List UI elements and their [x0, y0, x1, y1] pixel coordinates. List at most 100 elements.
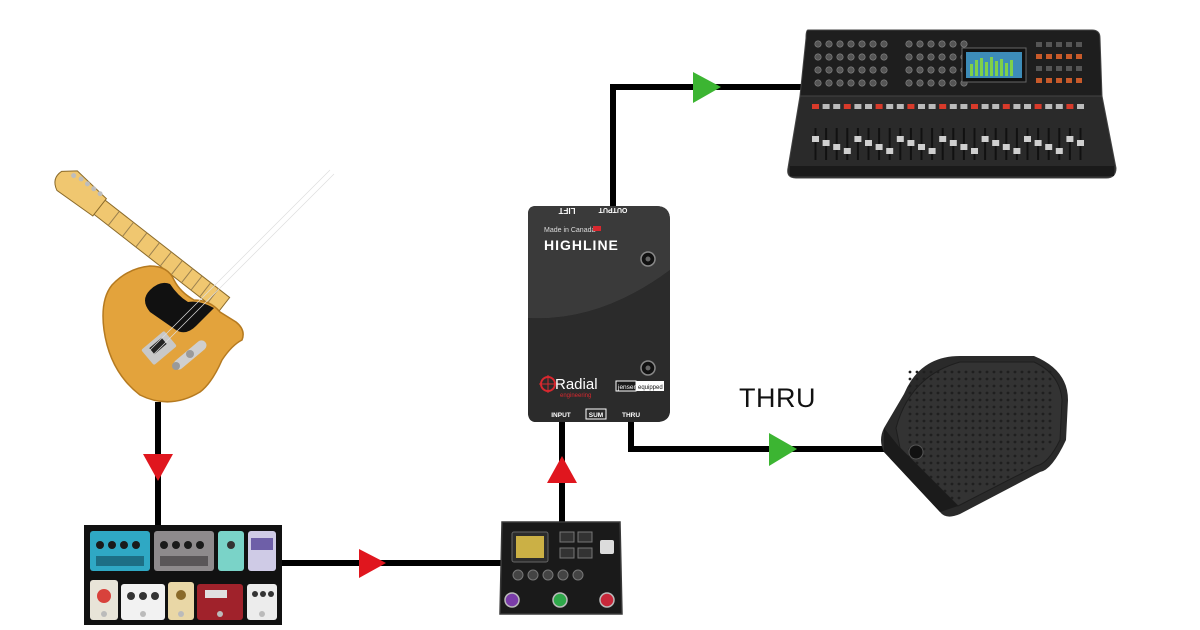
grille-hole — [950, 426, 954, 430]
grille-hole — [957, 412, 961, 416]
grille-hole — [971, 447, 975, 451]
pedal — [248, 531, 276, 571]
grille-hole — [929, 475, 933, 479]
grille-hole — [1034, 419, 1038, 423]
grille-hole — [929, 419, 933, 423]
grille-hole — [971, 440, 975, 444]
mixer-knob — [880, 79, 888, 87]
mixer-channel-button — [896, 104, 904, 109]
grille-hole — [915, 405, 919, 409]
mixer-knob — [938, 40, 946, 48]
mixer-fader-cap — [949, 140, 957, 146]
grille-hole — [999, 419, 1003, 423]
grille-hole — [1013, 405, 1017, 409]
grille-hole — [1041, 426, 1045, 430]
mixer-button — [1076, 66, 1082, 71]
grille-hole — [1006, 447, 1010, 451]
grille-hole — [950, 482, 954, 486]
grille-hole — [943, 384, 947, 388]
grille-hole — [936, 405, 940, 409]
mixer-knob — [905, 40, 913, 48]
arrow-down-red — [143, 454, 173, 481]
grille-hole — [1006, 412, 1010, 416]
grille-hole — [950, 489, 954, 493]
grille-hole — [957, 398, 961, 402]
grille-hole — [957, 461, 961, 465]
di-model-name: HIGHLINE — [544, 237, 619, 253]
grille-hole — [964, 377, 968, 381]
grille-hole — [1013, 412, 1017, 416]
grille-hole — [915, 440, 919, 444]
mixer-channel-button — [939, 104, 947, 109]
mixer-knob — [938, 79, 946, 87]
grille-hole — [978, 454, 982, 458]
grille-hole — [922, 433, 926, 437]
mixer-channel-button — [907, 104, 915, 109]
grille-hole — [999, 461, 1003, 465]
grille-hole — [957, 384, 961, 388]
grille-hole — [964, 412, 968, 416]
grille-hole — [964, 440, 968, 444]
grille-hole — [992, 384, 996, 388]
mixer-button — [1066, 78, 1072, 83]
grille-hole — [950, 405, 954, 409]
grille-hole — [985, 384, 989, 388]
grille-hole — [943, 454, 947, 458]
grille-hole — [957, 426, 961, 430]
mixer-knob — [814, 53, 822, 61]
grille-hole — [1020, 468, 1024, 472]
grille-hole — [999, 447, 1003, 451]
mixer-fader-cap — [992, 140, 1000, 146]
mixer-channel-button — [854, 104, 862, 109]
grille-hole — [1048, 391, 1052, 395]
grille-hole — [915, 419, 919, 423]
grille-hole — [943, 405, 947, 409]
mixer-fader-bank — [812, 104, 1084, 160]
mixer-channel-button — [875, 104, 883, 109]
grille-hole — [1020, 398, 1024, 402]
mixer-channel-button — [1066, 104, 1074, 109]
mixer-channel-button — [1034, 104, 1042, 109]
grille-hole — [971, 398, 975, 402]
grille-hole — [964, 419, 968, 423]
grille-hole — [929, 461, 933, 465]
grille-hole — [1013, 426, 1017, 430]
thru-label: THRU — [739, 383, 816, 413]
grille-hole — [1048, 433, 1052, 437]
grille-hole — [1034, 370, 1038, 374]
mixer-button — [1066, 66, 1072, 71]
grille-hole — [943, 447, 947, 451]
grille-hole — [1048, 426, 1052, 430]
grille-hole — [971, 468, 975, 472]
mixer-knob — [858, 79, 866, 87]
grille-hole — [943, 370, 947, 374]
grille-hole — [1013, 391, 1017, 395]
grille-hole — [915, 384, 919, 388]
grille-hole — [999, 391, 1003, 395]
grille-hole — [929, 426, 933, 430]
grille-hole — [971, 426, 975, 430]
grille-hole — [908, 426, 912, 430]
grille-hole — [1034, 405, 1038, 409]
mixer-knob — [825, 40, 833, 48]
grille-hole — [1048, 440, 1052, 444]
grille-hole — [1027, 412, 1031, 416]
grille-hole — [964, 468, 968, 472]
grille-hole — [1027, 391, 1031, 395]
grille-hole — [1013, 461, 1017, 465]
grille-hole — [1034, 433, 1038, 437]
arrows — [143, 72, 797, 578]
grille-hole — [1034, 391, 1038, 395]
grille-hole — [1020, 419, 1024, 423]
mixer-fader-cap — [981, 136, 989, 142]
grille-hole — [992, 398, 996, 402]
grille-hole — [978, 447, 982, 451]
grille-hole — [929, 370, 933, 374]
grille-hole — [985, 377, 989, 381]
mixer-knob — [836, 53, 844, 61]
footswitch-red — [599, 592, 615, 608]
mixer-knob — [927, 66, 935, 74]
grille-hole — [964, 384, 968, 388]
grille-hole — [999, 426, 1003, 430]
mixer-fader-cap — [1034, 140, 1042, 146]
